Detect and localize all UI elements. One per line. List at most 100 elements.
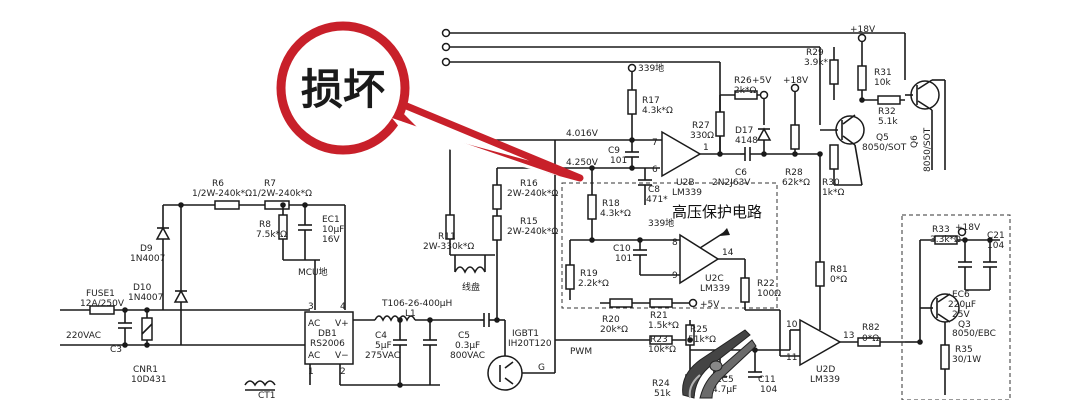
label-c8-value: 471* — [646, 195, 668, 205]
comparator-u2c — [565, 168, 750, 310]
label-r33: R33 — [932, 225, 950, 235]
label-c4: C4 — [375, 331, 387, 341]
label-c21: C21 — [987, 231, 1005, 241]
u2c-opamp — [679, 233, 720, 285]
label-fuse1: FUSE1 — [86, 289, 115, 299]
label-q6: Q6 — [910, 135, 920, 148]
label-r27: R27 — [692, 121, 710, 131]
label-r25: R25 — [690, 325, 708, 335]
label-plus5v: +5V — [700, 300, 720, 310]
label-pin9: 9 — [672, 271, 678, 281]
label-r29-value: 3.9k* — [804, 58, 829, 68]
label-c5-voltage: 800VAC — [450, 351, 485, 361]
label-r15-value: 2W-240k*Ω — [507, 227, 558, 237]
label-ec5: EC5 — [716, 375, 734, 385]
label-c8: C8 — [648, 185, 660, 195]
label-220vac: 220VAC — [66, 331, 101, 341]
component-labels: R6 1/2W-240k*Ω R7 1/2W-240k*Ω R8 7.5k*Ω … — [66, 25, 1005, 400]
label-l1: L1 — [405, 309, 416, 319]
label-r20-value: 20k*Ω — [600, 325, 628, 335]
protection-box — [561, 182, 778, 309]
label-r21-value: 1.5k*Ω — [648, 321, 679, 331]
igbt1 — [487, 355, 523, 391]
label-r18: R18 — [602, 199, 620, 209]
label-r32-value: 5.1k — [878, 117, 898, 127]
label-db1-pin1: 1 — [308, 367, 314, 377]
label-pin8: 8 — [672, 238, 678, 248]
input-section — [60, 200, 375, 391]
label-pin11: 11 — [786, 353, 797, 363]
label-r16: R16 — [520, 179, 538, 189]
label-r19-value: 2.2k*Ω — [578, 279, 609, 289]
label-coil: 线盘 — [462, 281, 480, 293]
label-db1-ac1: AC — [308, 319, 320, 329]
label-c4-value: 5μF — [375, 341, 392, 351]
label-plus18v-2: +18V — [850, 25, 876, 35]
label-r24-value: 51k — [654, 389, 671, 399]
label-plus18v-3: +18V — [955, 223, 981, 233]
label-q5-value: 8050/SOT — [862, 143, 907, 153]
label-r24: R24 — [652, 379, 670, 389]
label-r16-value: 2W-240k*Ω — [507, 189, 558, 199]
u2b-opamp — [661, 130, 702, 178]
label-ec6-voltage: 25V — [952, 310, 970, 320]
label-ec6: EC6 — [952, 290, 970, 300]
label-r25-value: 51k*Ω — [688, 335, 716, 345]
inductor-l1 — [374, 315, 416, 322]
label-r23-value: 10k*Ω — [648, 345, 676, 355]
label-c21-value: 104 — [987, 241, 1004, 251]
label-pin10: 10 — [786, 320, 798, 330]
pliers-icon — [682, 329, 757, 399]
label-c3: C3 — [110, 345, 122, 355]
label-db1-pin3: 3 — [308, 302, 314, 312]
label-fuse1-value: 12A/250V — [80, 299, 125, 309]
label-r82: R82 — [862, 323, 880, 333]
label-q3-value: 8050/EBC — [952, 329, 996, 339]
label-cnr1-value: 10D431 — [131, 375, 167, 385]
label-c6: C6 — [735, 168, 747, 178]
label-r29: R29 — [806, 48, 824, 58]
comparator-u2b — [625, 63, 820, 205]
label-r26: R26 — [734, 76, 752, 86]
label-r33-value: 3.3k*Ω — [930, 235, 961, 245]
label-ec6-value: 220μF — [948, 300, 976, 310]
pointer-arrow — [699, 228, 730, 249]
label-igbt-gate: G — [538, 363, 545, 373]
label-r30-value: 1k*Ω — [822, 188, 844, 198]
label-r19: R19 — [580, 269, 598, 279]
label-r23: R23 — [650, 335, 668, 345]
label-r81: R81 — [830, 265, 848, 275]
label-c4-voltage: 275VAC — [365, 351, 400, 361]
label-pin7: 7 — [652, 138, 658, 148]
label-u2b-value: LM339 — [672, 188, 702, 198]
label-u2d: U2D — [816, 365, 835, 375]
label-d10: D10 — [133, 283, 152, 293]
comparator-u2d — [745, 154, 905, 367]
label-r81-value: 0*Ω — [830, 275, 847, 285]
label-ct1: CT1 — [258, 391, 276, 400]
label-db1-vminus: V− — [335, 351, 349, 361]
label-pin14: 14 — [722, 248, 734, 258]
u2d-opamp — [799, 318, 842, 367]
label-ec5-value: 4.7μF — [712, 385, 737, 395]
label-r30: R30 — [822, 178, 840, 188]
label-c11-value: 104 — [760, 385, 777, 395]
label-c11: C11 — [758, 375, 776, 385]
label-r82-value: 0*Ω — [862, 334, 879, 344]
label-c9-value: 101 — [610, 156, 627, 166]
label-v4250: 4.250V — [566, 158, 599, 168]
label-r15: R15 — [520, 217, 538, 227]
label-pin1: 1 — [703, 143, 709, 153]
label-d9-value: 1N4007 — [130, 254, 165, 264]
protection-circuit-title: 高压保护电路 — [672, 203, 762, 221]
damage-callout-label: 损坏 — [301, 65, 385, 114]
label-pwm: PWM — [570, 347, 592, 357]
q3-box — [901, 214, 1011, 400]
label-db1-value: RS2006 — [310, 339, 345, 349]
label-u2c-value: LM339 — [700, 284, 730, 294]
label-cnr1: CNR1 — [133, 365, 158, 375]
label-r20: R20 — [602, 315, 620, 325]
label-ec1: EC1 — [322, 215, 340, 225]
label-u2b: U2B — [676, 178, 695, 188]
